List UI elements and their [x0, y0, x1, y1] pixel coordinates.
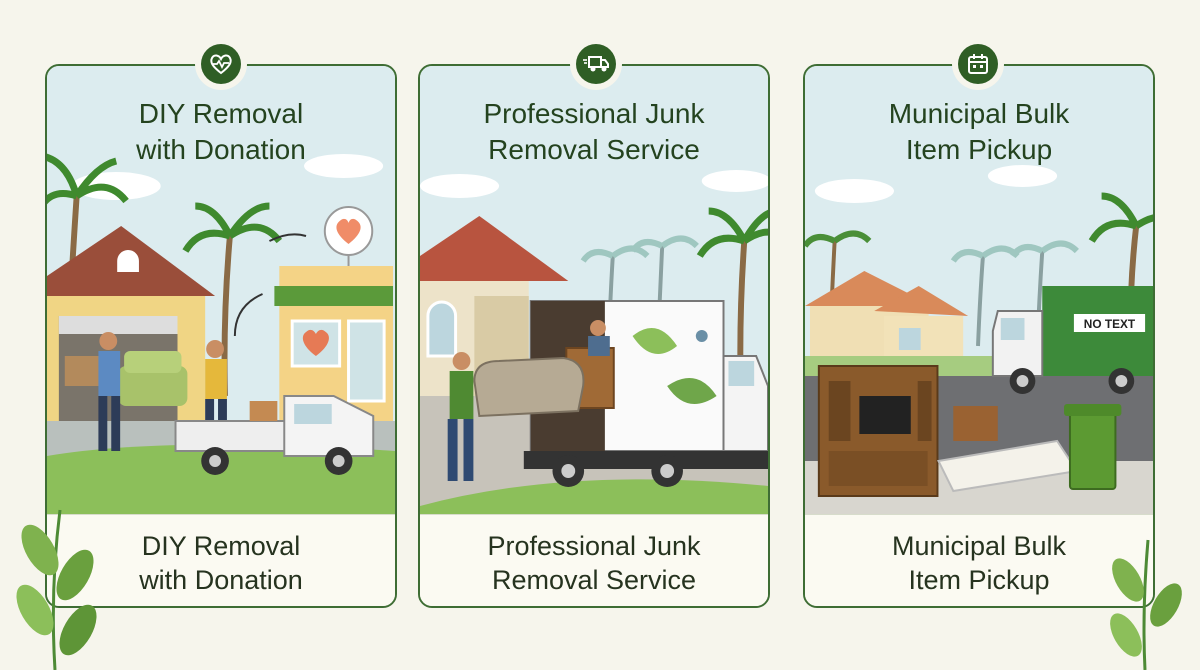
panel-caption: Municipal Bulk Item Pickup — [805, 514, 1153, 606]
panel-title: Municipal Bulk Item Pickup — [805, 96, 1153, 168]
panel-3-badge — [952, 38, 1004, 90]
title-line-1: DIY Removal — [138, 98, 304, 129]
panel-2-badge — [570, 38, 622, 90]
truck-sign-text: NO TEXT — [1084, 317, 1136, 331]
title-line-2: with Donation — [136, 134, 306, 165]
diy-removal-illustration — [47, 66, 395, 514]
panel-1-badge — [195, 38, 247, 90]
leaf-decoration-left — [16, 509, 97, 670]
calendar-icon — [968, 54, 988, 74]
panel-title: DIY Removal with Donation — [47, 96, 395, 168]
panel-diy-removal: DIY Removal with Donation DIY Removal wi… — [45, 64, 397, 608]
caption-line-1: Professional Junk — [487, 531, 701, 561]
heart-pulse-icon — [210, 54, 232, 75]
panel-title: Professional Junk Removal Service — [420, 96, 768, 168]
caption-line-1: Municipal Bulk — [891, 531, 1067, 561]
title-line-2: Removal Service — [488, 134, 700, 165]
panel-caption: DIY Removal with Donation — [47, 514, 395, 606]
municipal-pickup-illustration: NO TEXT — [805, 66, 1153, 514]
caption-line-1: DIY Removal — [141, 531, 301, 561]
title-line-2: Item Pickup — [905, 134, 1053, 165]
title-line-1: Professional Junk — [483, 98, 705, 129]
caption-line-2: Item Pickup — [908, 565, 1050, 595]
caption-line-2: Removal Service — [491, 565, 697, 595]
caption-line-2: with Donation — [139, 565, 303, 595]
professional-removal-illustration — [420, 66, 768, 514]
panel-caption: Professional Junk Removal Service — [420, 514, 768, 606]
panel-professional-removal: Professional Junk Removal Service Profes… — [418, 64, 770, 608]
title-line-1: Municipal Bulk — [888, 98, 1070, 129]
leaf-decoration-right — [1110, 539, 1182, 670]
truck-icon — [583, 56, 609, 72]
